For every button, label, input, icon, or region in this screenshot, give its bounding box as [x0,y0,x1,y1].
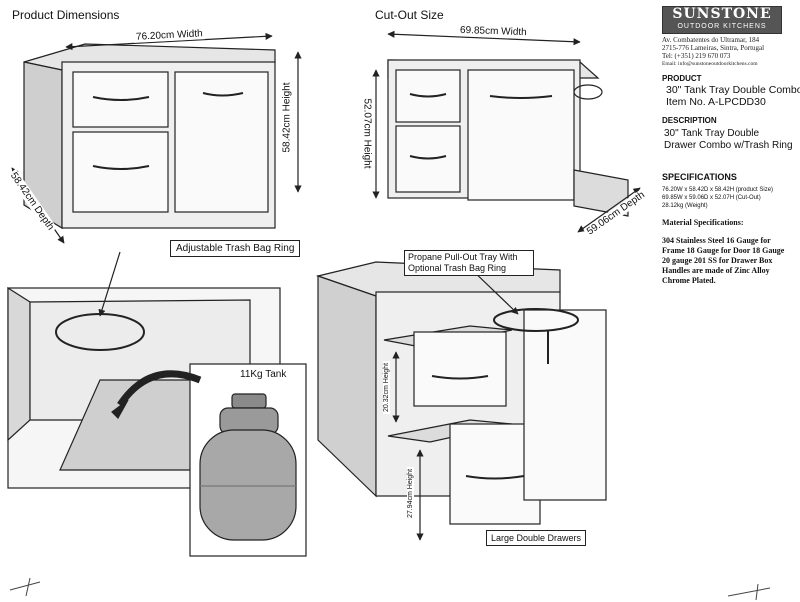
lower-drawer-height-label: 27.94cm Height [407,466,415,521]
gas-tank-drawing [111,363,307,557]
address-line-1: Av. Combatentes do Ultramar, 184 [662,36,760,44]
cut-out-size-heading: Cut-Out Size [375,8,444,22]
large-drawers-callout: Large Double Drawers [486,530,587,546]
upper-drawer-height-label: 20.32cm Height [383,360,391,415]
propane-tray-callout: Propane Pull-Out Tray With Optional Tras… [404,250,534,276]
logo-name: SUNSTONE [672,6,772,22]
material-heading: Material Specifications: [662,218,744,227]
sunstone-logo: SUNSTONE OUTDOOR KITCHENS [662,6,782,34]
product-name-text: 30" Tank Tray Double Combo [666,84,800,96]
description-text: 30" Tank Tray Double Drawer Combo w/Tras… [664,128,793,151]
propane-tray-drawing [315,261,607,541]
material-text: 304 Stainless Steel 16 Gauge for Frame 1… [662,236,785,285]
tank-label: 11Kg Tank [240,369,287,380]
trash-ring-callout: Adjustable Trash Bag Ring [170,240,301,257]
telephone: Tel: (+351) 219 670 073 [662,52,731,60]
cut-out-drawing [372,30,641,233]
cut-out-height-label: 52.07cm Height [361,96,373,171]
specifications-heading: SPECIFICATIONS [662,172,737,182]
company-address: Av. Combatentes do Ultramar, 184 2715-77… [662,36,764,68]
address-line-2: 2715-776 Lameiras, Sintra, Portugal [662,44,765,52]
product-height-label: 58.42cm Height [281,80,293,155]
product-dimensions-heading: Product Dimensions [12,8,120,22]
product-heading: PRODUCT [662,74,702,83]
item-number: Item No. A-LPCDD30 [666,96,766,108]
product-dimensions-drawing [11,32,302,244]
logo-subtitle: OUTDOOR KITCHENS [677,23,767,30]
spec-product-size: 76.20W x 58.42D x 58.42H (product Size) [662,187,774,193]
spec-cut-out: 69.85W x 59.06D x 52.07H (Cut-Out) [662,195,761,201]
product-name: 30" Tank Tray Double Combo Item No. A-LP… [666,84,800,108]
email: Email: info@sunstoneoutdoorkitchens.com [662,61,758,67]
spec-weight: 28.12kg (Weight) [662,203,708,209]
description-heading: DESCRIPTION [662,116,717,125]
crop-marks [9,577,771,601]
